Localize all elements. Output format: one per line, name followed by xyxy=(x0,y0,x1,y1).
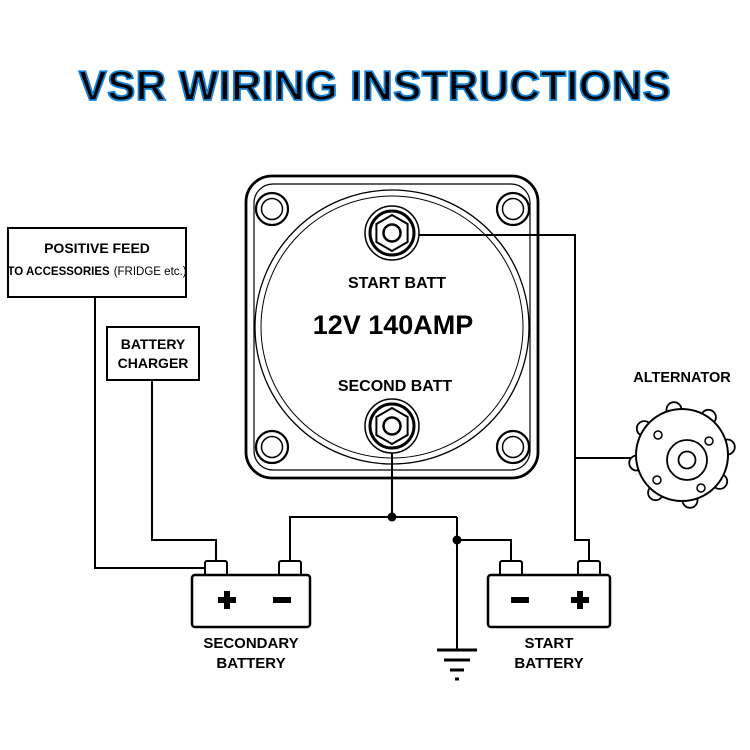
secondary-battery-symbol: SECONDARY BATTERY xyxy=(190,560,312,672)
corner-screw-top-left xyxy=(254,191,290,227)
battery-charger-label-line1: BATTERY xyxy=(121,336,186,352)
secondary-battery-body xyxy=(190,573,312,629)
secondary-battery-label-line2: BATTERY xyxy=(216,655,285,672)
alternator-pulley-shaft xyxy=(677,450,697,470)
start-battery-label-line1: START xyxy=(525,635,574,652)
wire-start-battery-to-ground xyxy=(457,539,512,561)
junction-dot-second-batt xyxy=(387,512,397,522)
page-title: VSR WIRING INSTRUCTIONS xyxy=(79,62,672,109)
alternator-label: ALTERNATOR xyxy=(633,370,731,386)
vsr-rating-label: 12V 140AMP xyxy=(313,310,474,340)
positive-feed-label-bold: TO ACCESSORIES xyxy=(7,266,110,278)
junction-dot-ground xyxy=(452,535,462,545)
positive-feed-label-line1: POSITIVE FEED xyxy=(44,240,150,256)
secondary-battery-label-line1: SECONDARY xyxy=(203,635,298,652)
ground-symbol xyxy=(437,648,477,681)
alternator-symbol xyxy=(628,401,736,509)
start-battery-body xyxy=(486,573,612,629)
battery-charger-box: BATTERY CHARGER xyxy=(106,326,200,381)
vsr-unit xyxy=(244,174,540,480)
plus-icon xyxy=(218,591,236,609)
second-batt-terminal-label: SECOND BATT xyxy=(338,378,453,395)
start-batt-terminal-label: START BATT xyxy=(348,275,446,292)
alternator-bolt-holes xyxy=(652,430,714,493)
positive-feed-box-frame xyxy=(7,227,187,298)
start-battery-symbol: START BATTERY xyxy=(486,560,612,672)
second-batt-terminal-nut xyxy=(364,398,420,454)
wire-positive-feed-to-secondary-battery xyxy=(94,297,205,569)
minus-icon xyxy=(273,597,291,603)
minus-icon xyxy=(511,597,529,603)
start-batt-terminal-nut xyxy=(364,205,420,261)
positive-feed-label-normal: (FRIDGE etc.) xyxy=(114,266,187,278)
positive-feed-box: POSITIVE FEED TO ACCESSORIES (FRIDGE etc.… xyxy=(7,227,187,298)
battery-charger-label-line2: CHARGER xyxy=(118,355,189,371)
corner-screw-bottom-right xyxy=(495,429,531,465)
plus-icon xyxy=(571,591,589,609)
wire-start-batt-to-start-battery xyxy=(392,234,590,562)
corner-screw-bottom-left xyxy=(254,429,290,465)
start-battery-label-line2: BATTERY xyxy=(514,655,583,672)
positive-feed-label-line2: TO ACCESSORIES (FRIDGE etc.) xyxy=(7,266,186,278)
corner-screw-top-right xyxy=(495,191,531,227)
battery-charger-box-frame xyxy=(106,326,200,381)
wire-charger-to-secondary-battery xyxy=(151,380,217,562)
